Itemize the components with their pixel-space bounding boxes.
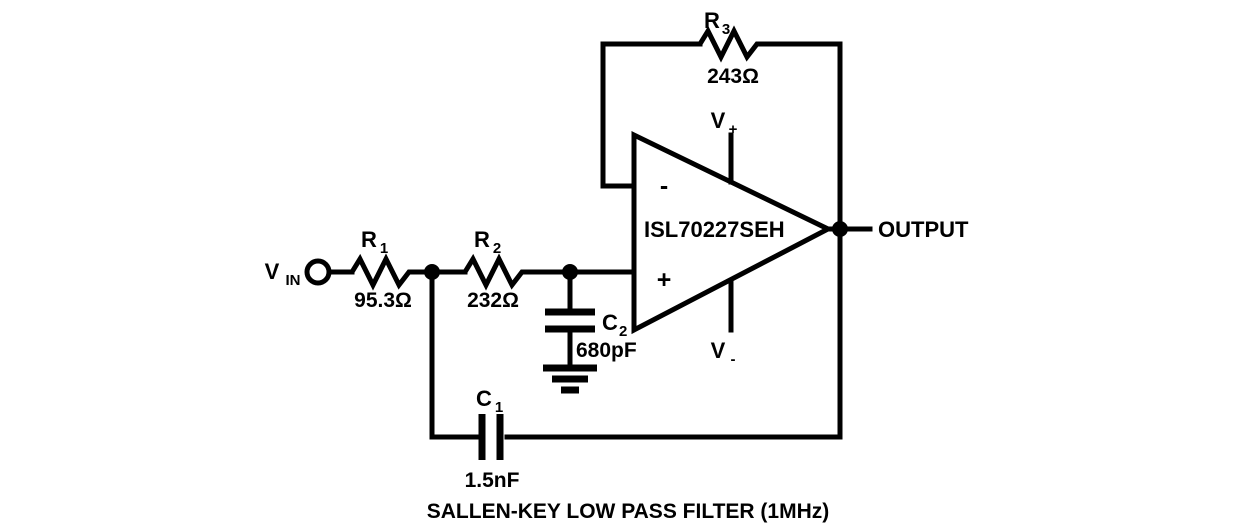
resistor-R3-ref-subscript: 3 [722, 21, 730, 38]
label-C1: C 1 1.5nF [465, 386, 520, 492]
opamp-vminus-subscript: - [731, 351, 736, 368]
resistor-R2-ref-subscript: 2 [493, 240, 501, 257]
diagram-caption: SALLEN-KEY LOW PASS FILTER (1MHz) [427, 500, 830, 523]
label-R2: R 2 232Ω [467, 227, 519, 312]
label-C2: C 2 680pF [576, 310, 637, 362]
capacitor-C2-ref: C [602, 310, 618, 335]
opamp-inverting-sign: - [660, 172, 668, 200]
resistor-R1 [349, 253, 417, 291]
resistor-R2-value: 232Ω [467, 289, 519, 312]
capacitor-C1 [478, 414, 504, 460]
input-terminal-circle [304, 258, 332, 286]
label-R1: R 1 95.3Ω [354, 227, 412, 312]
resistor-R2-ref: R [474, 227, 490, 252]
opamp-vplus-subscript: + [729, 121, 738, 138]
resistor-R1-ref: R [361, 227, 377, 252]
resistor-R3-value: 243Ω [707, 65, 759, 88]
capacitor-C2-ref-subscript: 2 [619, 323, 627, 340]
input-terminal-label: V [265, 259, 280, 284]
label-vin: V IN [265, 259, 301, 289]
resistor-R3-zigzag [697, 25, 765, 63]
label-supply-negative: V - [711, 338, 736, 368]
capacitor-C2-value: 680pF [576, 339, 637, 362]
opamp-part-number: ISL70227SEH [644, 217, 785, 242]
capacitor-C1-ref: C [476, 386, 492, 411]
capacitor-C1-value: 1.5nF [465, 469, 520, 492]
resistor-R1-ref-subscript: 1 [380, 240, 388, 257]
ground-symbol [543, 364, 597, 394]
opamp-noninverting-sign: + [657, 266, 672, 294]
resistor-R3 [697, 25, 765, 63]
label-R3: R 3 243Ω [704, 8, 759, 88]
input-terminal-subscript: IN [286, 272, 301, 289]
opamp-vminus-label: V [711, 338, 726, 363]
resistor-R2-zigzag [462, 253, 530, 291]
resistor-R1-zigzag [349, 253, 417, 291]
output-terminal-label: OUTPUT [878, 217, 969, 242]
capacitor-C2 [545, 308, 595, 333]
label-supply-positive: V + [711, 108, 738, 138]
resistor-R1-value: 95.3Ω [354, 289, 412, 312]
capacitor-C1-ref-subscript: 1 [495, 399, 503, 416]
resistor-R3-ref: R [704, 8, 720, 33]
opamp-vplus-label: V [711, 108, 726, 133]
resistor-R2 [462, 253, 530, 291]
